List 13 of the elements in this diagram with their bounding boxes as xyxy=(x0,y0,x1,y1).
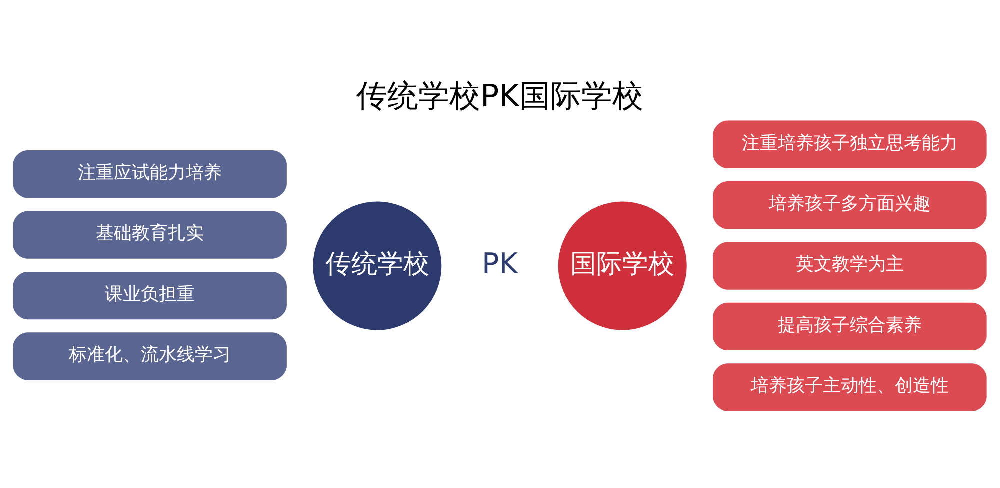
label: PK xyxy=(482,246,518,280)
node-circle: 传统学校 xyxy=(313,202,442,330)
node-box: 注重应试能力培养 xyxy=(13,150,287,198)
node-box: 课业负担重 xyxy=(13,272,287,320)
node-box: 注重培养孩子独立思考能力 xyxy=(713,120,987,168)
node-box: 英文教学为主 xyxy=(713,242,987,290)
node-box: 培养孩子主动性、创造性 xyxy=(713,364,987,412)
node-box: 提高孩子综合素养 xyxy=(713,302,987,351)
node-box: 基础教育扎实 xyxy=(13,211,287,259)
node-box: 标准化、流水线学习 xyxy=(13,332,287,380)
node-box: 培养孩子多方面兴趣 xyxy=(713,182,987,230)
diagram-title: 传统学校PK国际学校 xyxy=(356,78,644,114)
node-circle: 国际学校 xyxy=(558,202,687,330)
